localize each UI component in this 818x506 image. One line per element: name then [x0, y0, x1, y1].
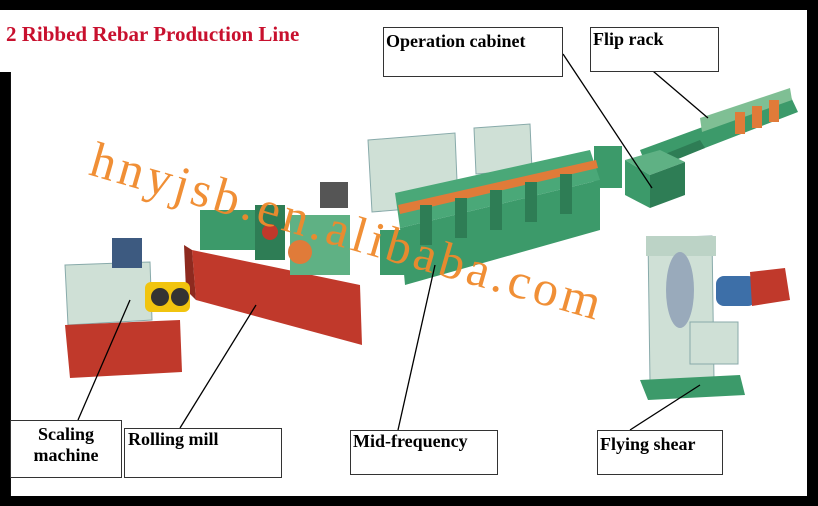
leader-line-mid-frequency [397, 264, 436, 431]
title-box: 2 Ribbed Rebar Production Line [0, 10, 346, 72]
label-operation-cabinet: Operation cabinet [383, 27, 563, 77]
leader-line-rolling-mill [179, 304, 257, 429]
scaling-machine [64, 238, 190, 378]
flying-shear-machine [640, 235, 790, 400]
diagram-title: 2 Ribbed Rebar Production Line [6, 22, 300, 46]
label-scaling-machine-line2: machine [33, 445, 99, 465]
mid-frequency-machine [367, 123, 600, 285]
leader-lines [77, 53, 709, 431]
label-scaling-machine-line1: Scaling [37, 424, 94, 444]
label-mid-frequency: Mid-frequency [350, 430, 498, 475]
leader-line-scaling-machine [77, 299, 131, 421]
label-flip-rack: Flip rack [590, 27, 719, 72]
label-scaling-machine: Scaling machine [10, 420, 122, 478]
leader-line-operation-cabinet [562, 53, 653, 189]
label-flying-shear: Flying shear [597, 430, 723, 475]
flip-rack-machine [640, 88, 798, 170]
leader-line-flying-shear [629, 384, 701, 431]
label-rolling-mill: Rolling mill [124, 428, 282, 478]
rolling-mill-machine [184, 182, 362, 345]
